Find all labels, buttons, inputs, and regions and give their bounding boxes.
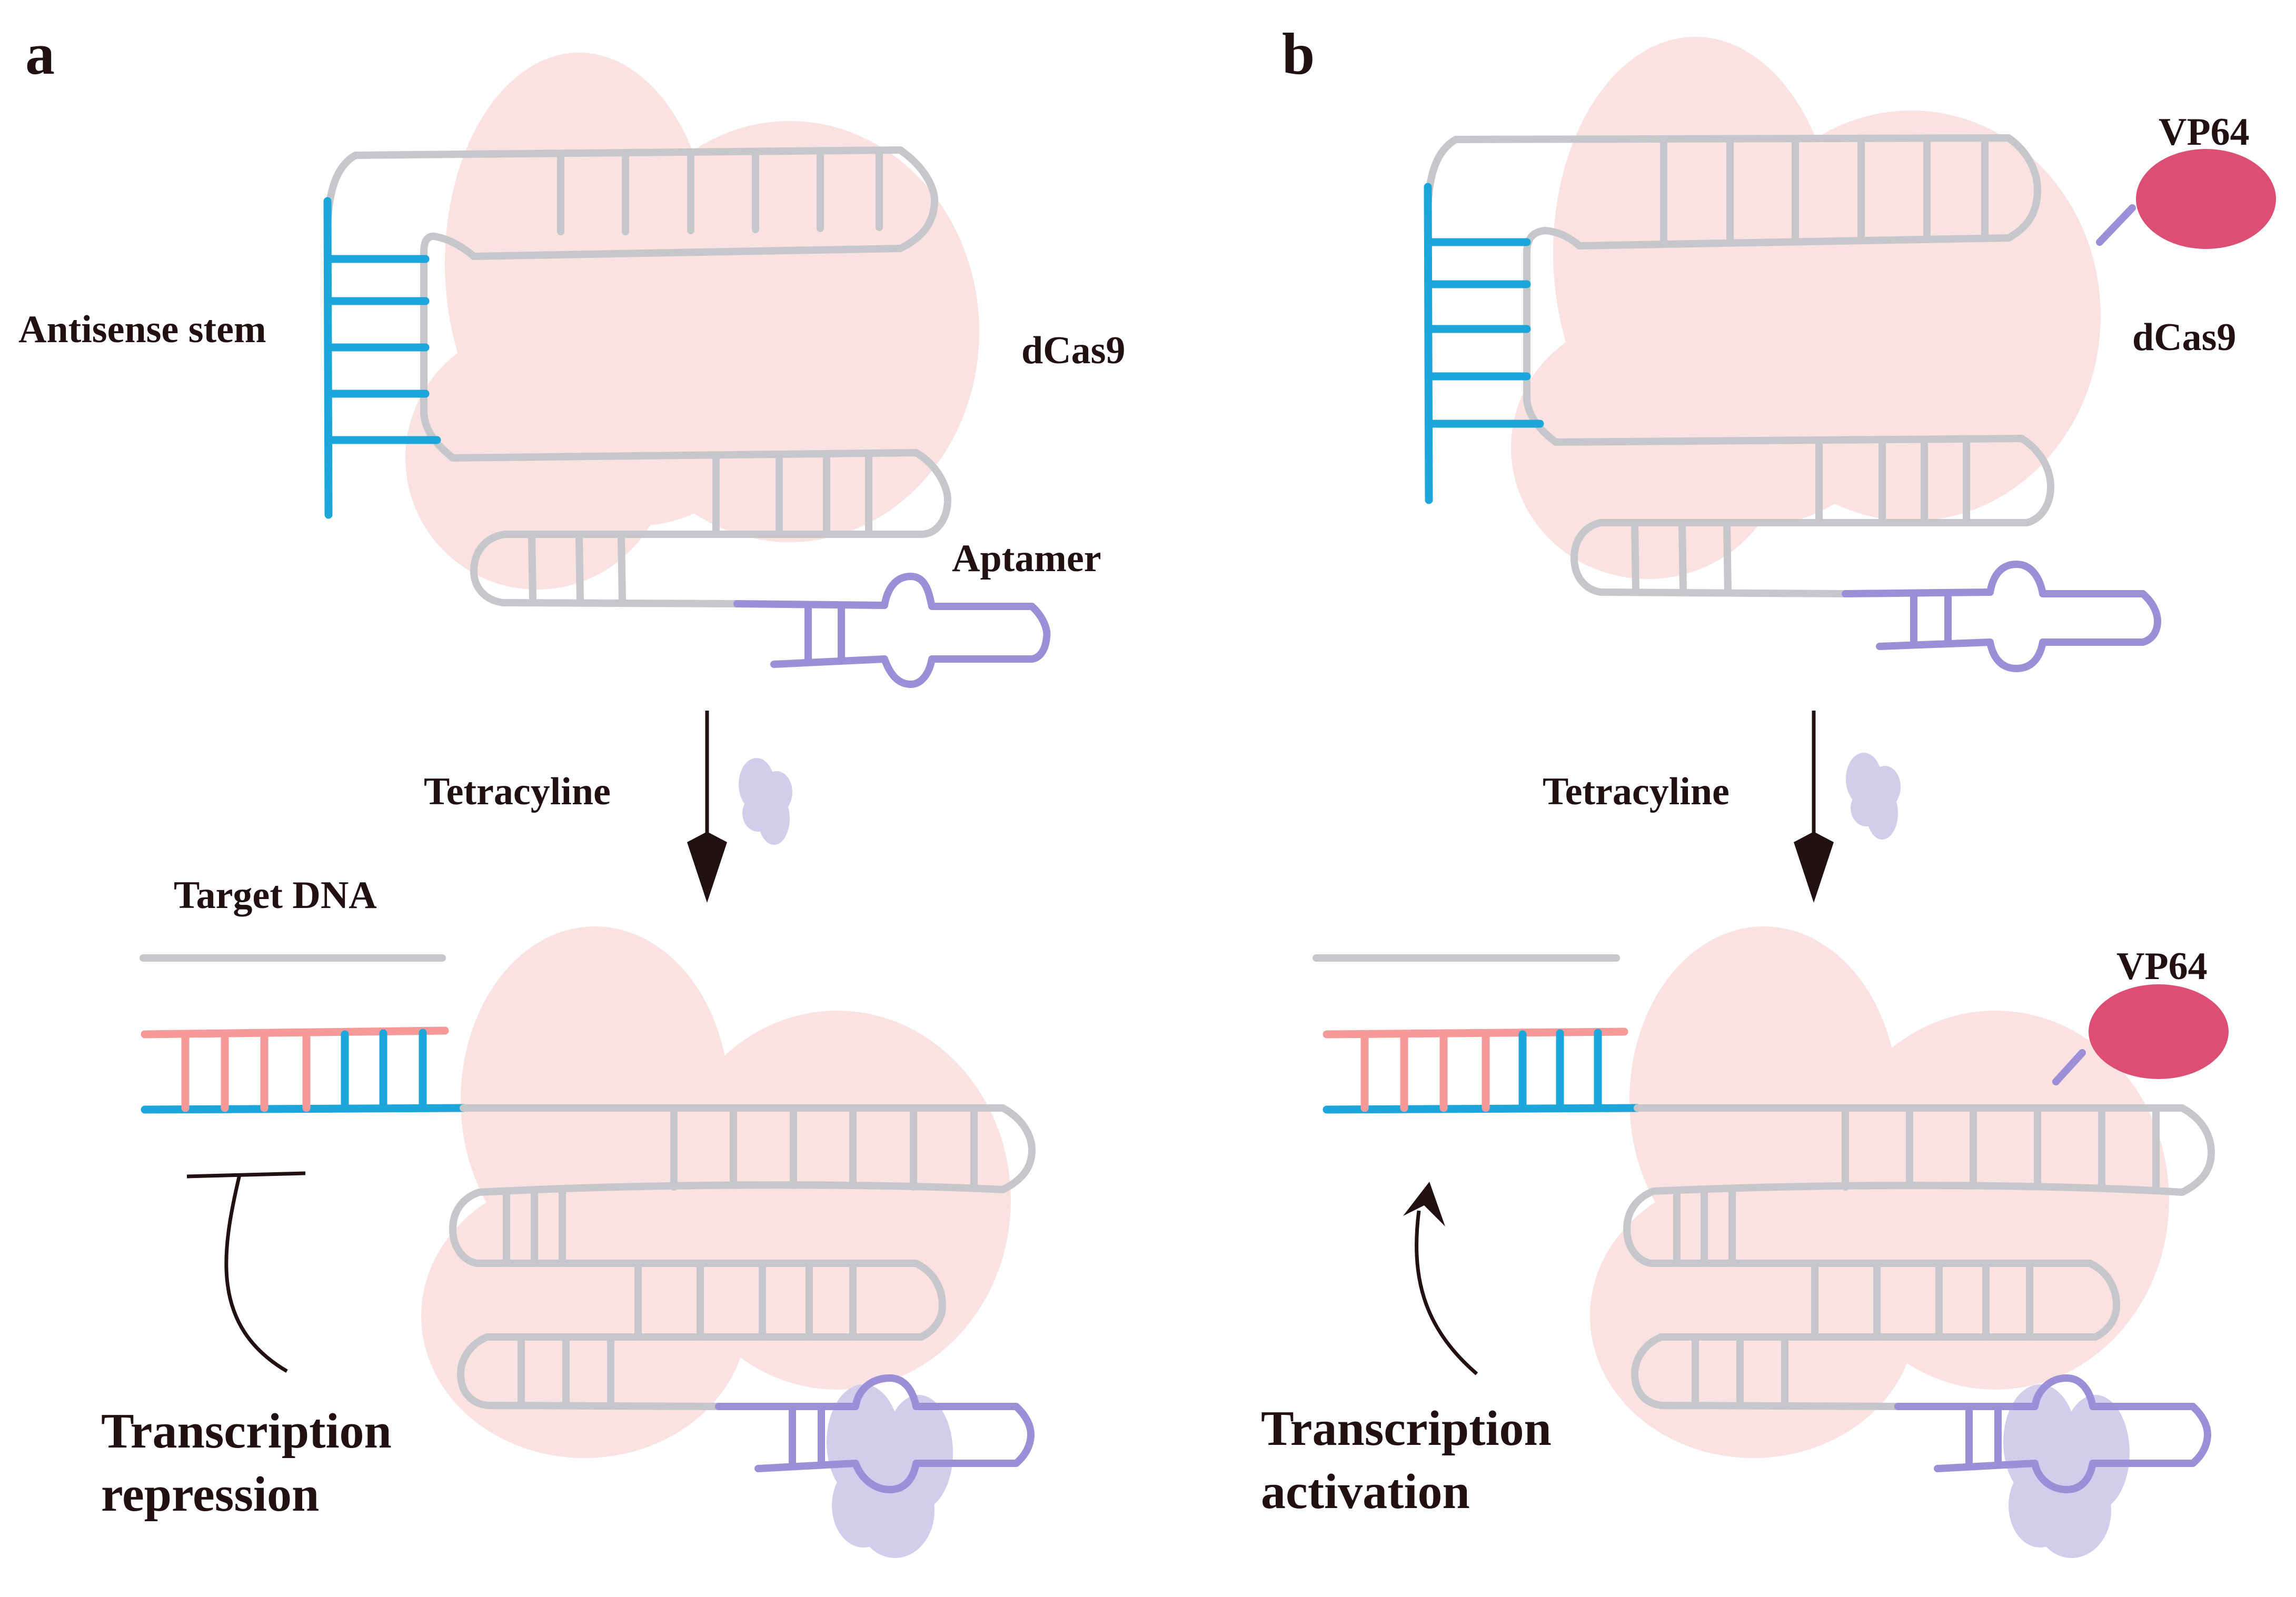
dcas9-lobe (1595, 211, 1911, 526)
aptamer-loop (715, 1374, 1035, 1493)
rna-backbone (449, 1104, 1036, 1410)
dcas9-protein-b-top (1511, 37, 2101, 579)
label-tetracycline-b: Tetracyline (1543, 770, 1730, 813)
vp64-domain-bottom (2089, 984, 2229, 1079)
label-vp64-top: VP64 (2159, 111, 2250, 154)
target-duplex-a (141, 1026, 468, 1114)
arrowhead-icon (687, 832, 727, 903)
rna-backbone (324, 146, 951, 607)
aptamer-b-bottom (1894, 1374, 2211, 1493)
label-target-dna: Target DNA (174, 874, 377, 917)
base-pair (575, 533, 584, 604)
arrowhead-icon (1403, 1182, 1445, 1226)
base-pair (1678, 522, 1687, 594)
guide-rna-b-bottom (1623, 1104, 2215, 1410)
label-vp64-bottom: VP64 (2116, 945, 2208, 988)
label-outcome-a-line2: repression (101, 1467, 319, 1522)
label-tetracycline-a: Tetracyline (424, 770, 611, 813)
aptamer-a-top (733, 573, 1051, 688)
vp64-linker (2052, 1049, 2086, 1085)
dcas9-lobe (474, 211, 790, 526)
vp64-linker (2096, 204, 2136, 246)
guide-rna-a-bottom (449, 1104, 1036, 1410)
label-dcas9-b: dCas9 (2132, 316, 2236, 359)
label-outcome-b-line1: Transcription (1261, 1401, 1552, 1456)
rna-stem-low-rungs (528, 533, 626, 604)
antisense-strand (323, 197, 333, 519)
tetracycline-bound-b-icon (2003, 1384, 2130, 1558)
rna-stem-top-rungs (557, 150, 883, 235)
vp64-domain-top (2136, 149, 2276, 249)
base-pair (1723, 522, 1732, 594)
target-duplex-b (1323, 1027, 1642, 1114)
guide-rna-a-top (324, 146, 951, 607)
guide-rna-b-top (1424, 134, 2054, 597)
dcas9-lobe (1590, 1174, 1916, 1458)
rna-backbone (1623, 1104, 2215, 1410)
aptamer-a-bottom (715, 1374, 1035, 1493)
base-pair (1631, 522, 1639, 594)
panel-a-letter: a (25, 22, 55, 87)
antisense-stem-b (1424, 183, 1544, 504)
rna-stem-mid-rungs (712, 453, 872, 535)
label-aptamer: Aptamer (952, 537, 1101, 580)
label-dcas9-a: dCas9 (1021, 329, 1125, 372)
aptamer-loop (1894, 1374, 2211, 1493)
label-outcome-b-line2: activation (1261, 1464, 1470, 1519)
dcas9-protein-a-top (405, 53, 979, 590)
aptamer-loop (1842, 561, 2161, 672)
activation-curve (1415, 1210, 1478, 1375)
activation-arrow-icon (1403, 1182, 1478, 1375)
tetracycline-molecule-icon (739, 758, 792, 845)
label-outcome-a-line1: Transcription (101, 1404, 392, 1459)
panel-b-letter: b (1282, 22, 1315, 87)
rna-backbone (1424, 134, 2054, 597)
target-strand (1323, 1027, 1628, 1039)
antisense-strand (1424, 183, 1433, 504)
arrowhead-icon (1794, 832, 1834, 903)
antisense-stem-a (323, 197, 441, 519)
repression-curve (224, 1174, 288, 1373)
repression-symbol-icon (186, 1171, 306, 1373)
tetracycline-molecule-icon (1846, 753, 1901, 840)
label-antisense-stem: Antisense stem (18, 308, 266, 351)
target-strand (141, 1026, 449, 1039)
aptamer-loop (733, 573, 1051, 688)
base-pair (618, 533, 626, 604)
repression-bar (186, 1171, 306, 1179)
panel-b: b (1261, 22, 2276, 1558)
tetracycline-bound-a-icon (827, 1384, 953, 1558)
aptamer-b-top (1842, 561, 2161, 672)
panel-a: a (18, 22, 1125, 1558)
base-pair (528, 533, 536, 604)
